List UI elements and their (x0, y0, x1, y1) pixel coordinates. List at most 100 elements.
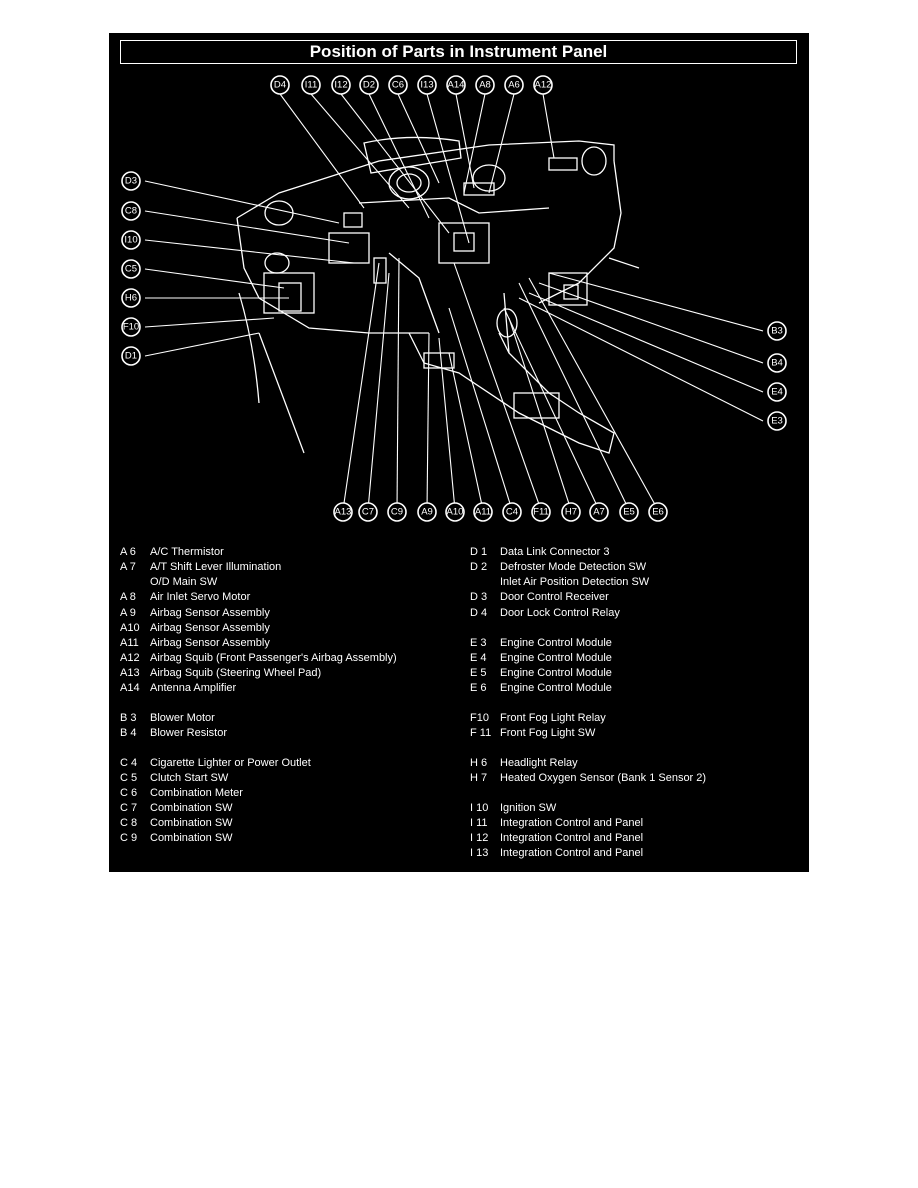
callout-C4: C4 (502, 502, 522, 522)
legend-item: Inlet Air Position Detection SW (500, 576, 650, 588)
svg-text:B3: B3 (771, 326, 783, 337)
svg-text:C7: C7 (362, 507, 374, 518)
svg-text:A11: A11 (475, 507, 491, 518)
callout-C8: C8 (121, 201, 141, 221)
svg-text:E3: E3 (771, 416, 783, 427)
callout-I12: I12 (331, 75, 351, 95)
callout-C9: C9 (387, 502, 407, 522)
callout-C6: C6 (388, 75, 408, 95)
callout-F11: F11 (531, 502, 551, 522)
svg-text:C6: C6 (392, 80, 404, 91)
callout-E5: E5 (619, 502, 639, 522)
svg-text:E5: E5 (623, 507, 635, 518)
svg-text:E4: E4 (771, 387, 783, 398)
svg-text:I13: I13 (420, 80, 433, 91)
callout-E6: E6 (648, 502, 668, 522)
callout-D4: D4 (270, 75, 290, 95)
callout-A6: A6 (504, 75, 524, 95)
svg-text:A14: A14 (448, 80, 465, 91)
callout-C7: C7 (358, 502, 378, 522)
callout-F10: F10 (121, 317, 141, 337)
svg-text:C4: C4 (506, 507, 518, 518)
callout-A11: A11 (473, 502, 493, 522)
svg-text:E6: E6 (652, 507, 664, 518)
callout-E3: E3 (767, 411, 787, 431)
svg-text:I11: I11 (305, 80, 318, 91)
callout-A14: A14 (446, 75, 466, 95)
callout-A12: A12 (533, 75, 553, 95)
svg-text:A7: A7 (593, 507, 605, 518)
callout-B3: B3 (767, 321, 787, 341)
callout-I13: I13 (417, 75, 437, 95)
callout-E4: E4 (767, 382, 787, 402)
svg-text:A8: A8 (479, 80, 491, 91)
svg-text:C9: C9 (391, 507, 403, 518)
callout-D1: D1 (121, 346, 141, 366)
svg-text:F10: F10 (123, 322, 139, 333)
svg-text:D3: D3 (125, 176, 137, 187)
leader-lines (144, 93, 764, 511)
callout-D2: D2 (359, 75, 379, 95)
svg-text:B4: B4 (771, 358, 783, 369)
svg-text:C5: C5 (125, 264, 137, 275)
instrument-panel-diagram: D4 I11 I12 D2 C6 I13 A14 A8 A6 A12 D3 C8… (121, 75, 787, 522)
callout-A10: A10 (445, 502, 465, 522)
callout-A7: A7 (589, 502, 609, 522)
svg-text:I10: I10 (124, 235, 137, 246)
svg-text:H7: H7 (565, 507, 577, 518)
legend-item: O/D Main SW (150, 576, 218, 588)
svg-text:A9: A9 (421, 507, 433, 518)
svg-text:C8: C8 (125, 206, 137, 217)
svg-text:D4: D4 (274, 80, 286, 91)
callout-D3: D3 (121, 171, 141, 191)
svg-text:A12: A12 (535, 80, 552, 91)
svg-text:A13: A13 (335, 507, 352, 518)
callout-I11: I11 (301, 75, 321, 95)
page-title: Position of Parts in Instrument Panel (120, 40, 797, 64)
callout-A9: A9 (417, 502, 437, 522)
callout-A13: A13 (333, 502, 353, 522)
callout-H6: H6 (121, 288, 141, 308)
callout-B4: B4 (767, 353, 787, 373)
svg-text:I12: I12 (334, 80, 347, 91)
svg-text:H6: H6 (125, 293, 137, 304)
callout-I10: I10 (121, 230, 141, 250)
callout-C5: C5 (121, 259, 141, 279)
callout-A8: A8 (475, 75, 495, 95)
svg-text:F11: F11 (533, 507, 549, 518)
diagram-panel: Position of Parts in Instrument Panel (109, 33, 809, 872)
callout-H7: H7 (561, 502, 581, 522)
